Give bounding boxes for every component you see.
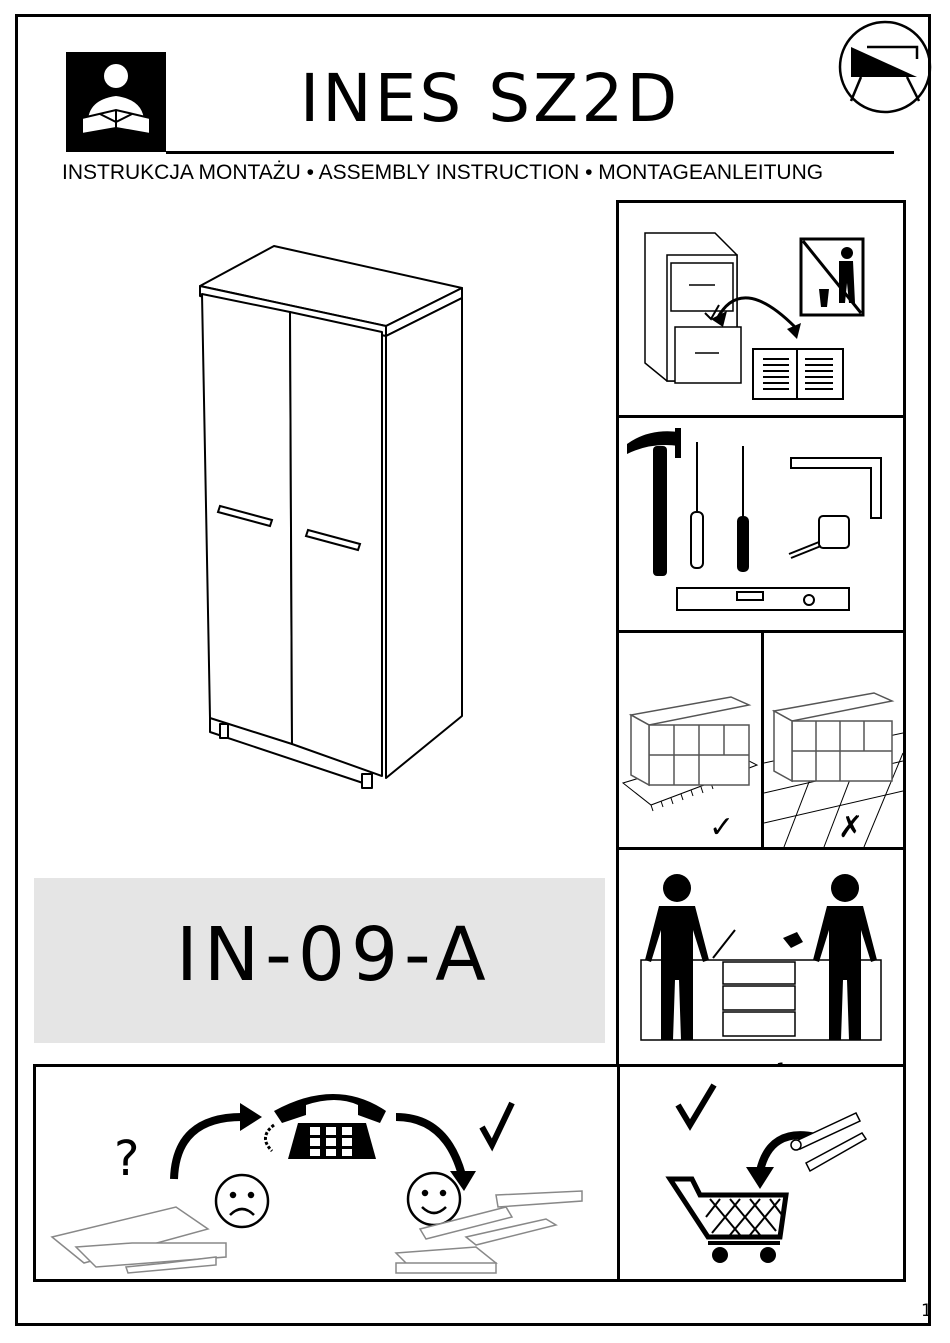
tape-measure-icon — [788, 515, 850, 559]
panel-two-people — [616, 847, 906, 1067]
hammer-icon — [627, 428, 681, 576]
person-left-icon — [645, 874, 709, 1040]
shopping-cart-icon — [665, 1176, 789, 1263]
panel-keep-manual — [616, 200, 906, 418]
page-frame — [15, 14, 931, 1326]
screws-dowels-icon — [790, 1112, 868, 1173]
sad-face-icon — [214, 1173, 270, 1229]
manual-booklet-icon — [752, 348, 844, 400]
page-number: 1 — [921, 1301, 932, 1321]
panel-surface-good: ✓ — [616, 630, 764, 850]
panel-tools — [616, 415, 906, 633]
phillips-screwdriver-icon — [737, 446, 749, 572]
sorted-boards — [394, 1190, 583, 1274]
panel-spare-parts-cart — [617, 1064, 906, 1282]
subtitle: INSTRUKCJA MONTAŻU • ASSEMBLY INSTRUCTIO… — [62, 161, 824, 184]
spirit-level-icon — [676, 587, 850, 611]
read-instructions-icon — [66, 52, 166, 152]
good-check: ✓ — [709, 810, 734, 845]
product-code-band — [34, 878, 605, 1043]
person-right-icon — [813, 874, 877, 1040]
panel-surface-bad: ✗ — [761, 630, 906, 850]
brand-logo-icon — [837, 19, 933, 115]
happy-face-icon — [406, 1171, 462, 1227]
scattered-boards — [50, 1206, 227, 1274]
wardrobe-illustration — [190, 238, 480, 798]
no-littering-icon — [799, 237, 865, 317]
question-mark: ? — [114, 1131, 139, 1187]
title-rule — [166, 151, 894, 154]
panel-support-phone: ? — [33, 1064, 620, 1282]
flathead-screwdriver-icon — [690, 442, 704, 569]
carpenter-square-icon — [790, 457, 882, 519]
product-code: IN-09-A — [176, 912, 492, 998]
telephone-icon — [264, 1094, 386, 1159]
bad-cross: ✗ — [838, 810, 863, 845]
page-title: INES SZ2D — [299, 60, 681, 137]
